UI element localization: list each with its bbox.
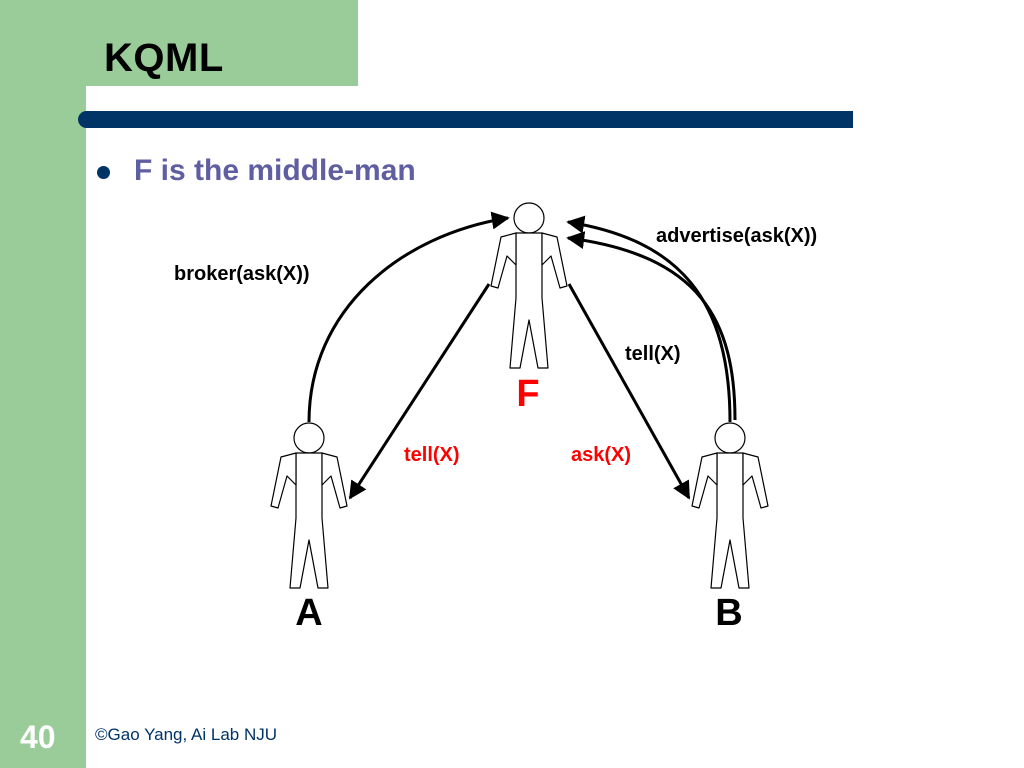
arrow-advertise-b-to-f xyxy=(566,215,732,423)
agent-f-figure xyxy=(490,202,568,369)
agent-f-label: F xyxy=(516,373,539,415)
title-divider xyxy=(78,111,853,128)
arrow-ask-f-to-b xyxy=(567,283,691,500)
agent-a-label: A xyxy=(295,592,322,634)
left-accent-bar xyxy=(0,0,86,768)
arrow-tell-b-to-f xyxy=(566,231,737,421)
bullet-icon xyxy=(97,166,110,179)
agent-b-label: B xyxy=(715,592,742,634)
label-ask-f-to-b: ask(X) xyxy=(571,444,631,466)
bullet-text: F is the middle-man xyxy=(134,154,416,187)
top-accent-bar xyxy=(0,0,358,86)
footer-credit: ©Gao Yang, Ai Lab NJU xyxy=(95,725,278,744)
slide-title: KQML xyxy=(104,36,224,80)
label-tell-f-to-a: tell(X) xyxy=(404,444,460,466)
agent-a-figure xyxy=(270,422,348,589)
label-advertise: advertise(ask(X)) xyxy=(656,225,817,247)
agent-b-figure xyxy=(691,422,769,589)
label-broker: broker(ask(X)) xyxy=(174,263,310,285)
label-tell-b-to-f: tell(X) xyxy=(625,343,681,365)
page-number: 40 xyxy=(20,719,56,755)
arrow-broker-a-to-f xyxy=(307,211,510,423)
arrow-tell-f-to-a xyxy=(348,283,491,500)
